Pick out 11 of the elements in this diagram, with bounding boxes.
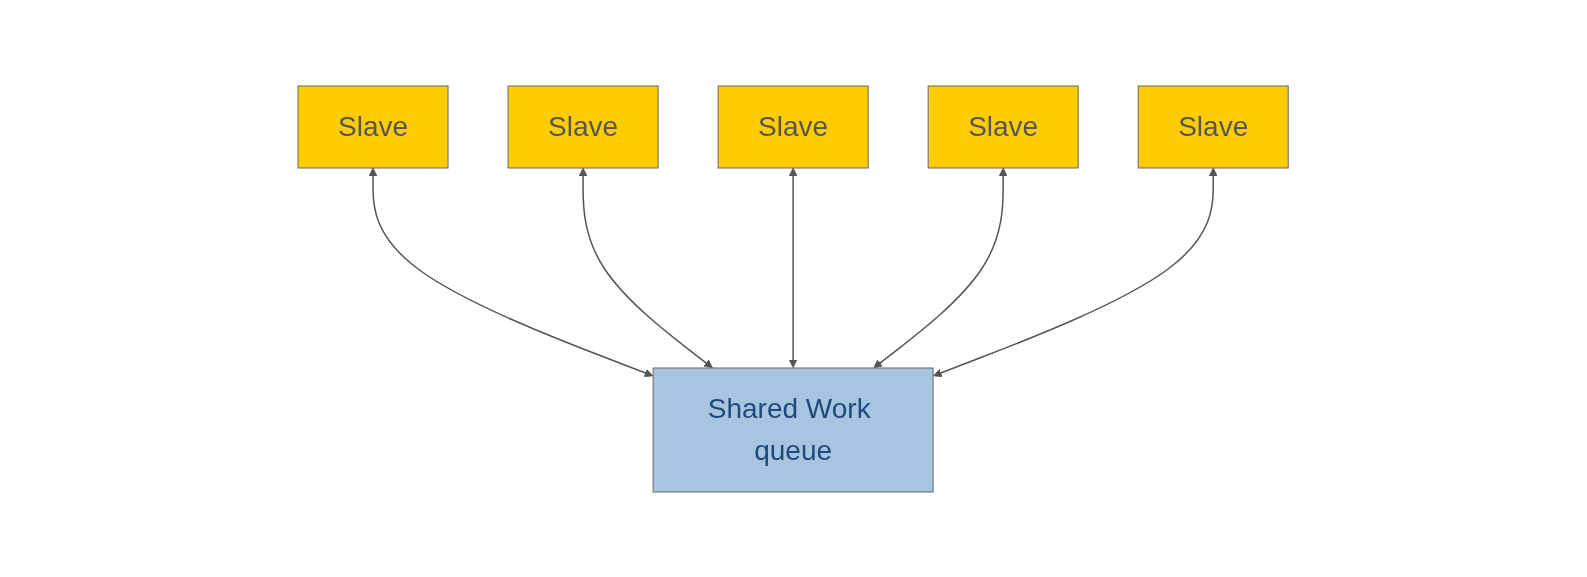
arrow: [579, 167, 714, 368]
arrow: [933, 167, 1218, 377]
node-box: Shared Work queue: [653, 367, 934, 492]
arrow: [873, 167, 1008, 368]
node-box: Slave: [507, 85, 659, 168]
node-box: Slave: [928, 85, 1080, 168]
arrow: [789, 167, 798, 368]
node-box: Slave: [297, 85, 449, 168]
node-box: Slave: [717, 85, 869, 168]
arrow: [369, 167, 654, 377]
node-box: Slave: [1138, 85, 1290, 168]
